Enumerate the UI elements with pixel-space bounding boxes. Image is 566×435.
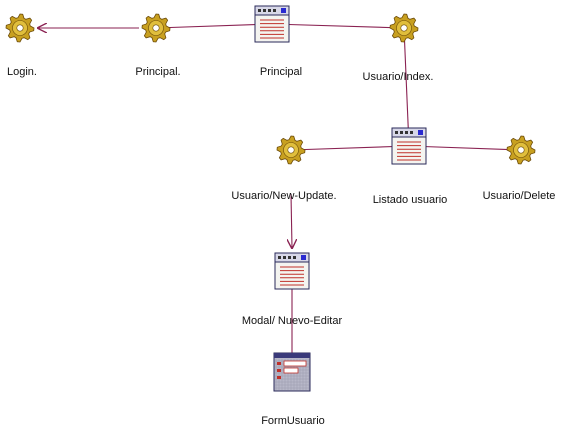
node-label: Usuario/Index. — [363, 71, 434, 83]
node-usuario-index: Usuario/Index. — [363, 13, 434, 83]
node-label: Login. — [7, 66, 37, 78]
gear-icon — [389, 13, 419, 43]
node-label: FormUsuario — [261, 415, 325, 427]
node-label: Usuario/New-Update. — [231, 190, 336, 202]
edge-listado-usuario-to-usuario-delete — [408, 146, 521, 150]
gear-icon — [506, 135, 536, 165]
gear-icon — [5, 13, 35, 43]
edge-listado-usuario-to-usuario-new-update — [291, 146, 410, 150]
edge-usuario-index-to-listado-usuario — [403, 27, 409, 146]
edge-principal-ctrl-to-principal-page — [155, 24, 272, 28]
nodes: Login. Principal. Principal Usuario/Index. U… — [5, 5, 556, 427]
page-icon — [254, 5, 290, 43]
node-listado-usuario: Listado usuario — [373, 127, 448, 206]
node-form-usuario: FormUsuario — [261, 352, 325, 427]
node-principal-page: Principal — [254, 5, 302, 78]
node-modal-nuevo-editar: Modal/ Nuevo-Editar — [242, 252, 343, 327]
node-usuario-new-update: Usuario/New-Update. — [231, 135, 337, 202]
node-label: Principal — [260, 66, 302, 78]
node-label: Modal/ Nuevo-Editar — [242, 315, 343, 327]
gear-icon — [141, 13, 171, 43]
node-label: Principal. — [135, 66, 180, 78]
node-login: Login. — [5, 13, 37, 78]
node-usuario-delete: Usuario/Delete — [483, 135, 556, 202]
gear-icon — [276, 135, 306, 165]
page-icon — [391, 127, 427, 165]
edge-usuario-new-update-to-modal-nuevo-editar — [291, 193, 292, 248]
edges — [38, 24, 521, 380]
node-principal-ctrl: Principal. — [135, 13, 181, 78]
page-icon — [274, 252, 310, 290]
node-label: Listado usuario — [373, 194, 448, 206]
node-label: Usuario/Delete — [483, 190, 556, 202]
form-icon — [273, 352, 311, 392]
edge-principal-page-to-usuario-index — [271, 24, 404, 28]
